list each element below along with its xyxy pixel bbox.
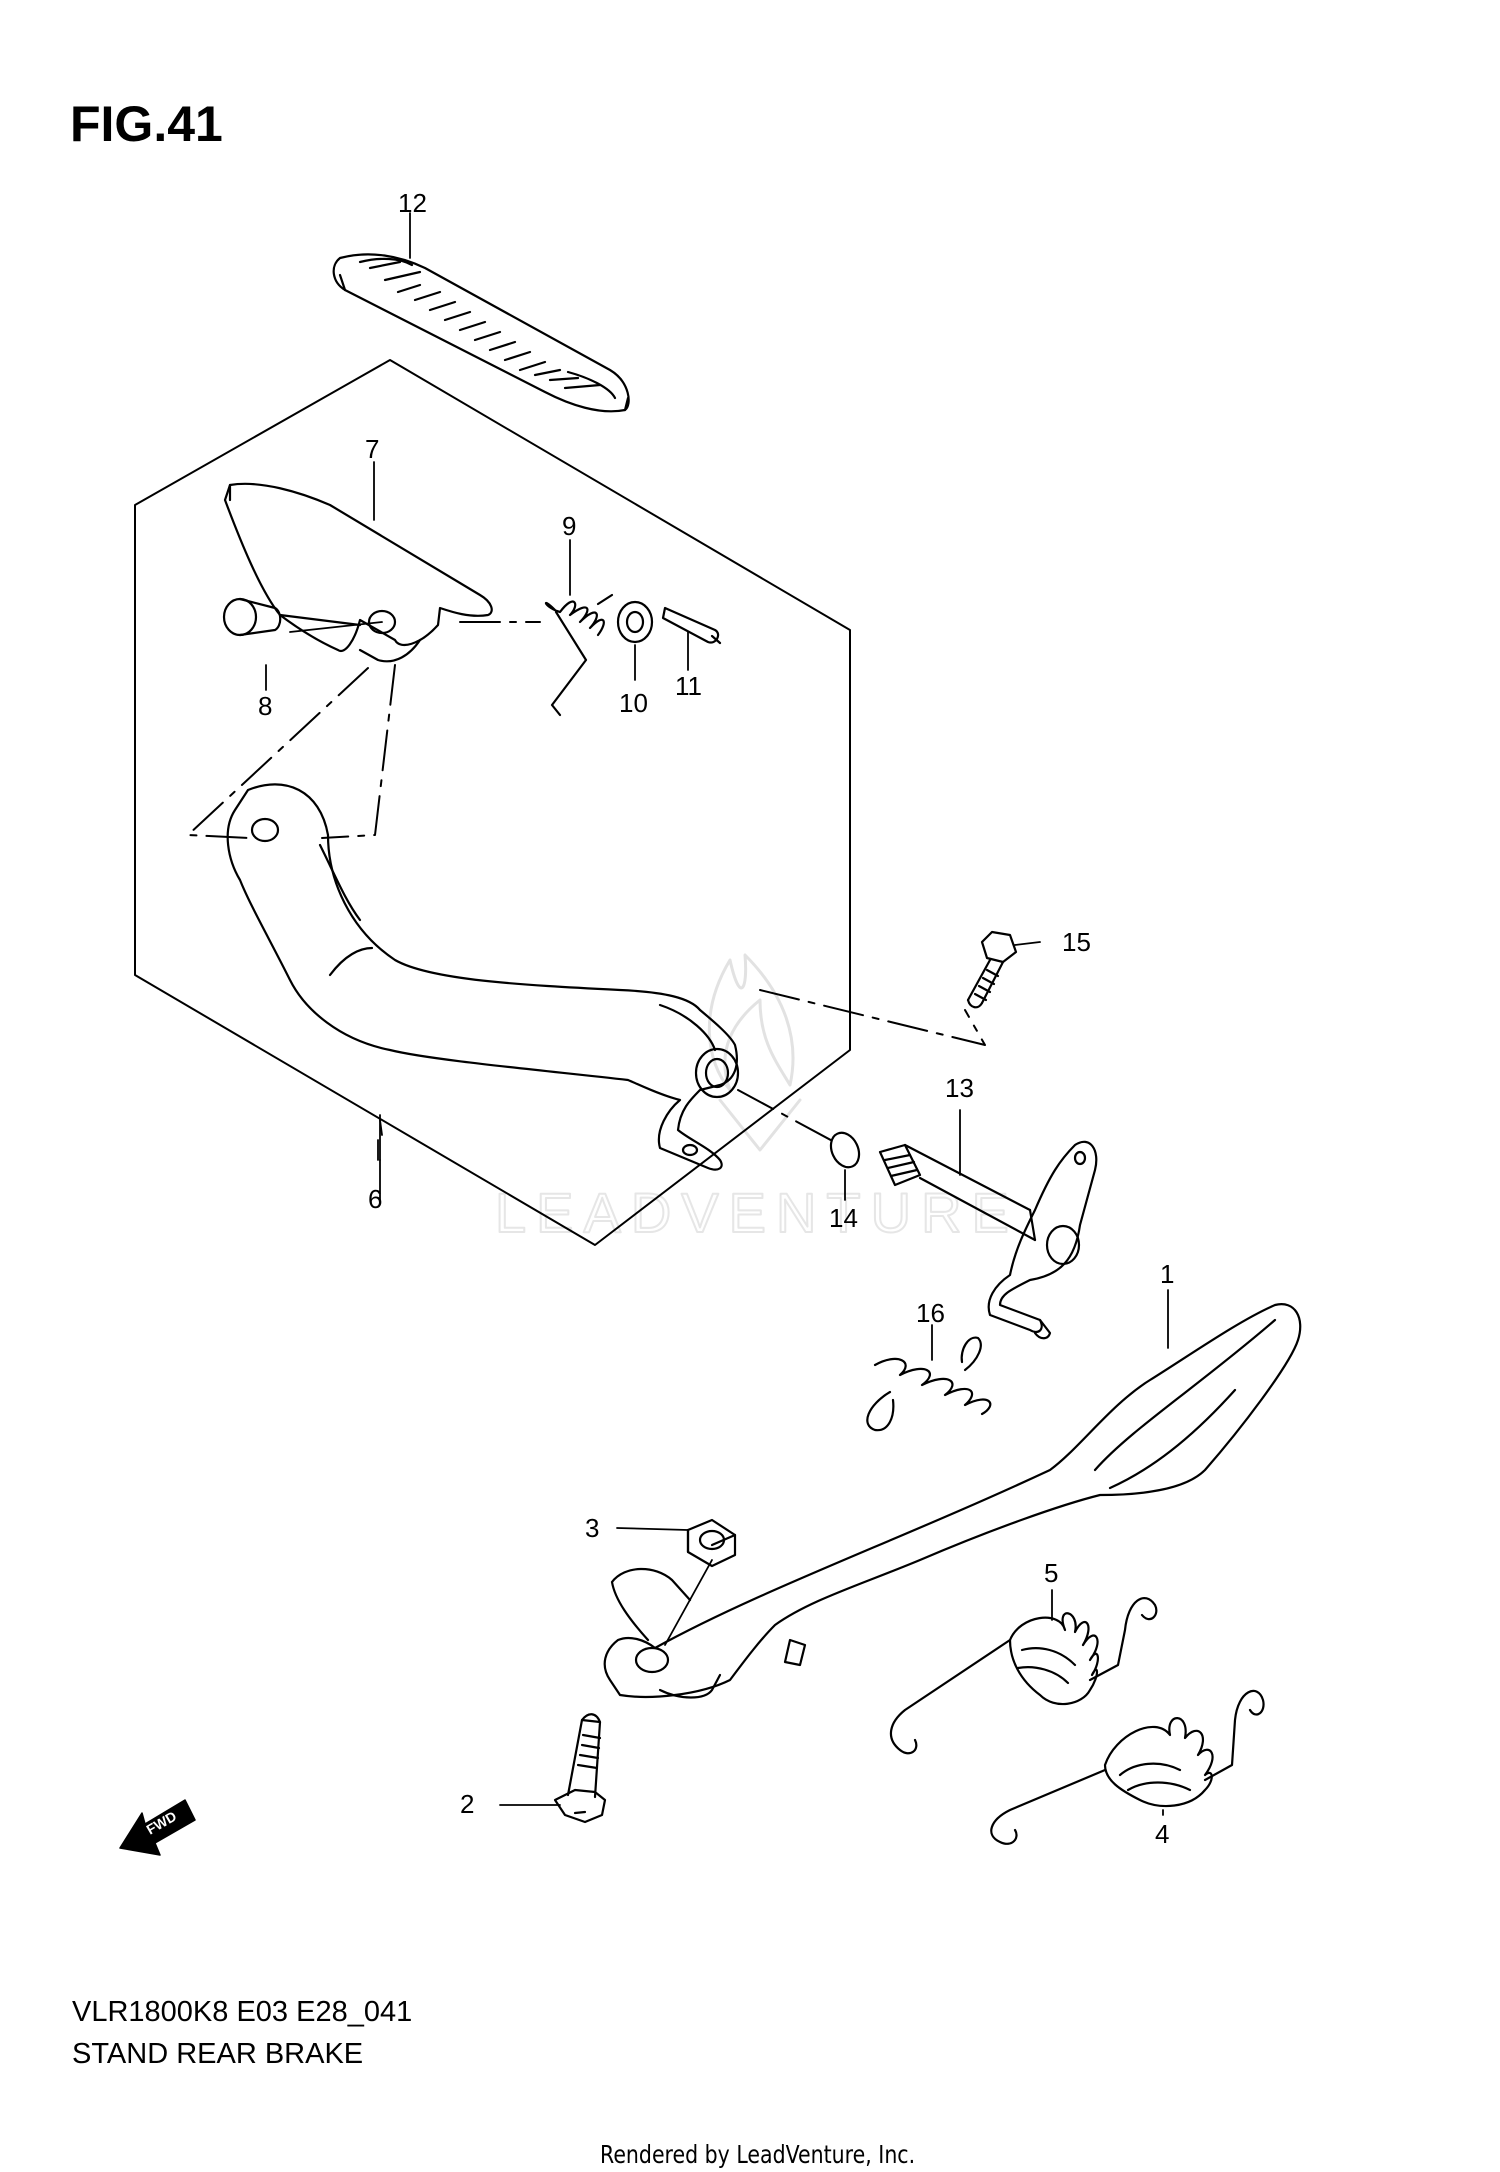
washer [616, 600, 654, 644]
callout-6: 6 [368, 1184, 382, 1214]
callout-4: 4 [1155, 1819, 1169, 1849]
callout-1: 1 [1160, 1259, 1174, 1289]
callout-15: 15 [1062, 927, 1091, 957]
cotter-pin [661, 606, 722, 645]
rear-brake-pedal [226, 783, 740, 1171]
watermark-flame-icon [707, 953, 802, 1152]
side-stand [603, 1303, 1302, 1699]
assembly-boundary [134, 359, 851, 1246]
footrest-mount [223, 482, 493, 663]
brake-shaft-arm [878, 1140, 1098, 1340]
stand-spring-inner [889, 1597, 1158, 1755]
callout-10: 10 [619, 688, 648, 718]
callout-2: 2 [460, 1789, 474, 1819]
pin [222, 597, 282, 637]
callout-9: 9 [562, 511, 576, 541]
callout-14: 14 [829, 1203, 858, 1233]
stand-pivot-bolt [553, 1713, 607, 1824]
render-credit: Rendered by LeadVenture, Inc. [600, 2140, 916, 2169]
pedal-rubber-pad [332, 253, 630, 413]
callout-7: 7 [365, 434, 379, 464]
callout-5: 5 [1044, 1558, 1058, 1588]
model-code: VLR1800K8 E03 E28_041 [72, 1996, 413, 2028]
callout-11: 11 [675, 671, 702, 701]
stand-nut [686, 1518, 737, 1568]
clamp-bolt [966, 930, 1018, 1009]
return-spring [544, 593, 614, 717]
callout-12: 12 [398, 188, 427, 218]
figure-title: FIG.41 [70, 96, 223, 152]
section-name: STAND REAR BRAKE [72, 2038, 364, 2070]
callout-8: 8 [258, 691, 272, 721]
watermark-text: LEADVENTURE [495, 1181, 1019, 1244]
callout-labels: 12 7 8 9 10 11 15 13 14 16 1 6 3 5 4 2 [258, 188, 1174, 1849]
fwd-arrow-icon: FWD [119, 1799, 196, 1856]
phantom-lines [187, 621, 986, 1146]
pedal-return-spring [866, 1336, 992, 1432]
stand-spring-outer [990, 1689, 1265, 1845]
callout-16: 16 [916, 1298, 945, 1328]
callout-13: 13 [945, 1073, 974, 1103]
o-ring [829, 1131, 861, 1169]
callout-3: 3 [585, 1513, 599, 1543]
leader-lines [265, 212, 1169, 1816]
